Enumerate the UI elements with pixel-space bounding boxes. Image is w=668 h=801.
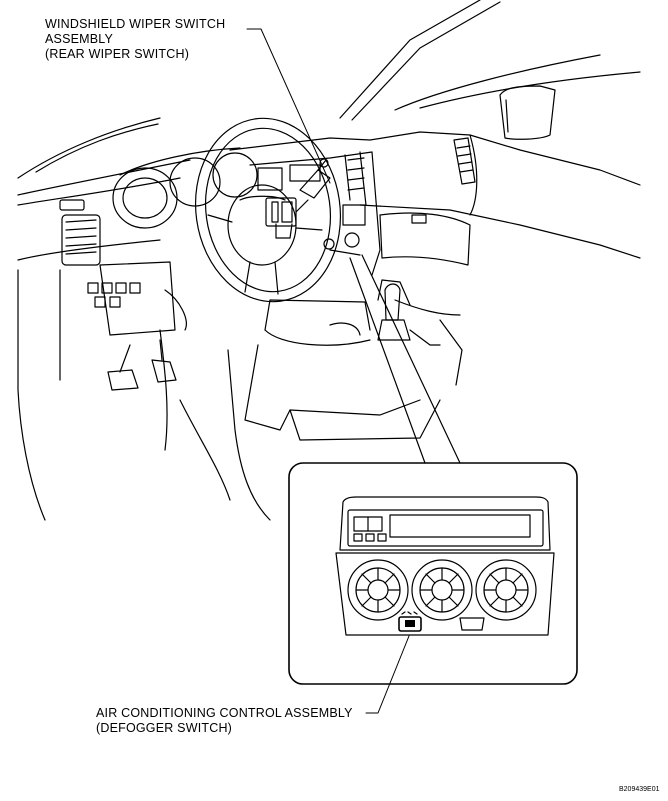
ac-control-label: AIR CONDITIONING CONTROL ASSEMBLY (DEFOG…	[96, 706, 353, 736]
glove-box	[379, 212, 471, 266]
wiper-label-line1: WINDSHIELD WIPER SWITCH	[45, 17, 226, 31]
wiper-switch	[265, 158, 331, 239]
wiper-label-line3: (REAR WIPER SWITCH)	[45, 47, 190, 61]
instrument-cluster	[112, 147, 258, 229]
callout-wedge	[349, 254, 461, 464]
left-air-vent	[59, 199, 101, 266]
ac-label-line2: (DEFOGGER SWITCH)	[96, 721, 233, 735]
ac-dial-left	[347, 559, 409, 621]
ac-dial-center	[411, 559, 473, 621]
lower-left-switches	[87, 282, 187, 331]
dashboard-outline	[17, 131, 641, 521]
side-mirror	[499, 85, 556, 140]
wiper-label-line2: ASSEMBLY	[45, 32, 114, 46]
figure-code: B209439E01	[619, 786, 660, 793]
center-console	[179, 279, 463, 521]
right-air-vent	[453, 137, 476, 185]
detail-callout-box	[288, 462, 578, 685]
defogger-switch	[398, 611, 485, 632]
ac-control-panel	[335, 496, 555, 636]
pedals	[107, 339, 177, 391]
ac-label-line1: AIR CONDITIONING CONTROL ASSEMBLY	[96, 706, 353, 720]
steering-wheel	[194, 117, 342, 303]
leader-lines	[246, 28, 410, 714]
shift-lever	[377, 283, 411, 341]
center-stack	[249, 151, 381, 276]
ac-dial-right	[475, 559, 537, 621]
wiper-switch-label: WINDSHIELD WIPER SWITCH ASSEMBLY (REAR W…	[45, 17, 225, 62]
